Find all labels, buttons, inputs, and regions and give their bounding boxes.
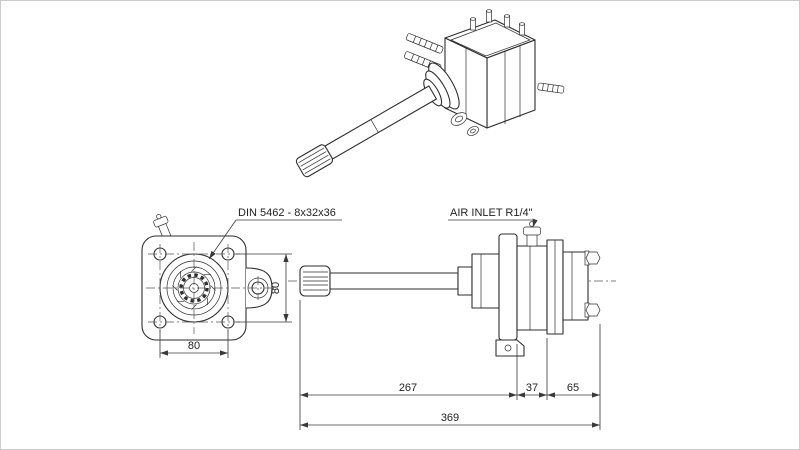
side-shaft xyxy=(329,272,459,290)
side-view-dimensions: 267 37 65 369 xyxy=(299,300,601,430)
dim-label-total: 369 xyxy=(441,412,459,424)
mid-body xyxy=(516,245,548,331)
output-shaft xyxy=(295,62,460,178)
mount-flange-side xyxy=(498,233,518,341)
side-view xyxy=(288,221,616,357)
rear-block xyxy=(562,251,589,321)
front-centerlines xyxy=(146,242,278,334)
spline-spec-callout: DIN 5462 - 8x32x36 xyxy=(208,207,342,260)
side-splined-end xyxy=(299,265,331,297)
foot-bracket xyxy=(495,339,525,357)
spline-teeth xyxy=(179,273,209,303)
air-inlet-callout: AIR INLET R1/4" xyxy=(448,207,538,227)
dim-label-267: 267 xyxy=(399,382,417,394)
cover-bolts xyxy=(470,9,525,36)
shaft-collar xyxy=(457,266,473,296)
mounting-stud-right xyxy=(537,82,565,94)
bearing-hatch xyxy=(172,266,216,310)
gearbox-body xyxy=(444,19,536,129)
rear-bolts xyxy=(584,250,601,318)
dim-label-65: 65 xyxy=(567,382,579,394)
dim-label-37: 37 xyxy=(526,382,538,394)
dim-label-flange-horizontal: 80 xyxy=(188,340,200,352)
side-housing xyxy=(471,233,589,357)
isometric-view xyxy=(295,9,565,178)
front-view-dimensions: 80 80 xyxy=(159,253,292,358)
dim-label-flange-vertical: 80 xyxy=(270,282,282,294)
lower-bosses xyxy=(450,112,479,136)
front-view xyxy=(141,214,278,341)
spline-spec-label: DIN 5462 - 8x32x36 xyxy=(238,207,336,219)
air-inlet-label: AIR INLET R1/4" xyxy=(450,207,533,219)
